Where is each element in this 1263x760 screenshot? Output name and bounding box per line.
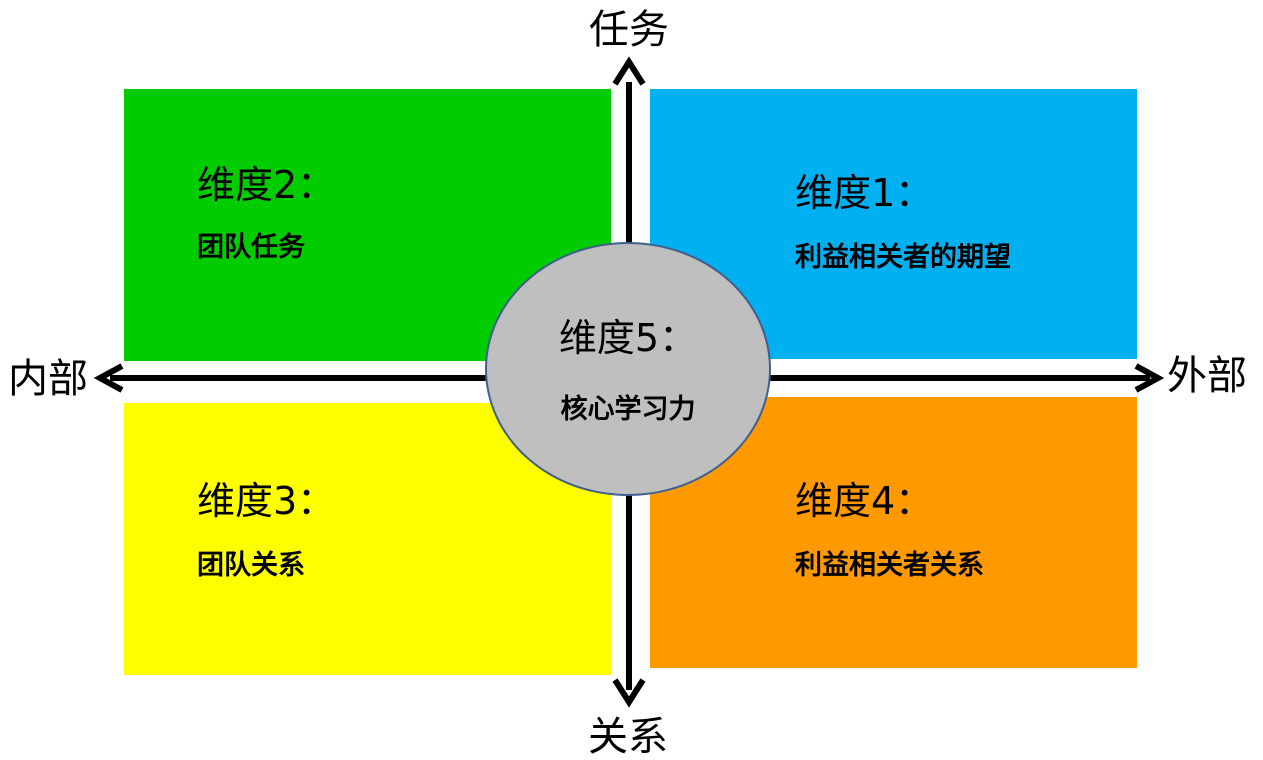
axis-label-top: 任务 <box>589 7 669 53</box>
arrow-down-icon <box>612 678 646 708</box>
dimension-1-title: 维度1： <box>795 171 934 215</box>
quadrant-dimension-2: 维度2： 团队任务 <box>124 89 611 361</box>
axis-label-bottom: 关系 <box>588 714 668 760</box>
dimension-5-title: 维度5： <box>558 316 698 360</box>
dimension-2-subtitle: 团队任务 <box>197 232 305 263</box>
center-dimension-5: 维度5： 核心学习力 <box>485 242 771 496</box>
dimension-3-title: 维度3： <box>197 479 336 523</box>
dimension-4-title: 维度4： <box>795 479 934 523</box>
dimension-2-title: 维度2： <box>197 163 336 207</box>
axis-label-right: 外部 <box>1167 353 1247 399</box>
dimension-5-subtitle: 核心学习力 <box>560 394 696 425</box>
dimension-4-subtitle: 利益相关者关系 <box>795 550 984 581</box>
arrow-up-icon <box>612 56 646 86</box>
arrow-left-icon <box>93 363 124 393</box>
dimension-1-subtitle: 利益相关者的期望 <box>795 242 1011 273</box>
axis-label-left: 内部 <box>8 356 88 402</box>
dimension-3-subtitle: 团队关系 <box>197 550 305 581</box>
arrow-right-icon <box>1134 363 1165 393</box>
